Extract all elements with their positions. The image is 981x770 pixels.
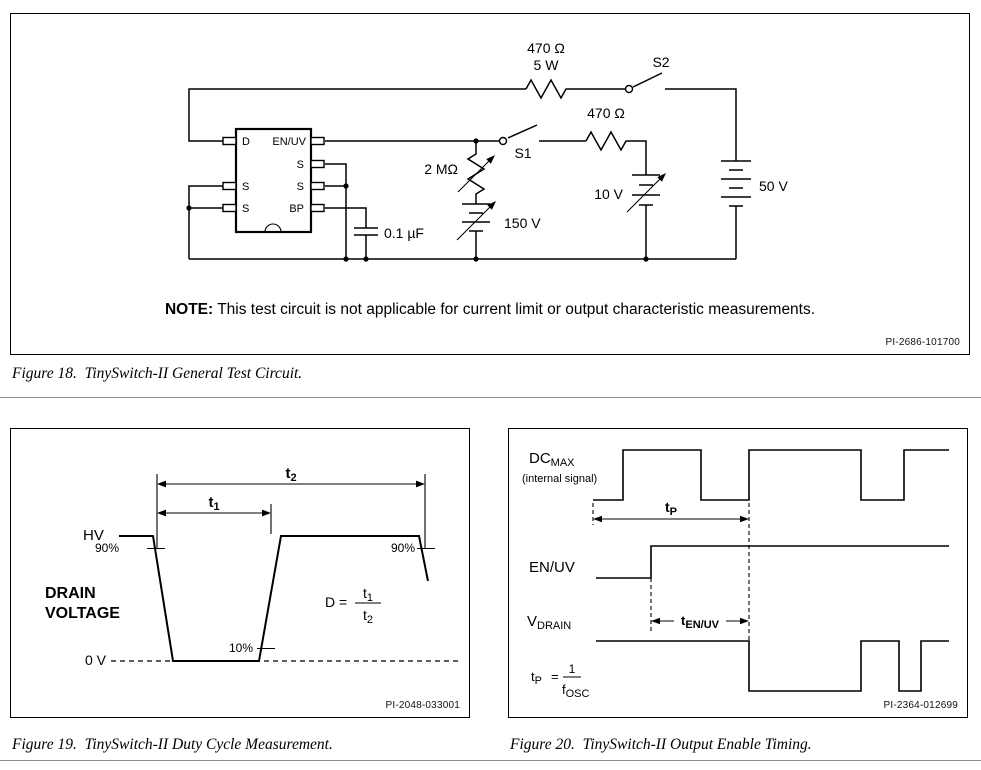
- ten-percent-label: 10%: [229, 641, 253, 655]
- drain-voltage-label-line1: DRAIN: [45, 585, 96, 602]
- drain-voltage-label-line2: VOLTAGE: [45, 605, 120, 622]
- formula-denominator: t2: [363, 607, 373, 626]
- vdrain-label: VDRAIN: [527, 613, 571, 632]
- formula-lhs: tP: [531, 669, 542, 687]
- pin-label-source: S: [242, 203, 249, 215]
- t1-label: t1: [208, 494, 219, 513]
- figure20-part-number: PI-2364-012699: [883, 700, 958, 711]
- figure20-caption: Figure 20. TinySwitch-II Output Enable T…: [510, 736, 812, 753]
- pin-label-drain: D: [242, 136, 250, 148]
- bypass-cap-label: 0.1 µF: [384, 225, 424, 241]
- drain-voltage-waveform: [119, 535, 429, 662]
- general-test-circuit-diagram: D EN/UV S S S S BP 470 Ω 5 W S2 470 Ω S1…: [186, 40, 788, 262]
- tp-label: tP: [665, 499, 677, 518]
- vdrain-waveform: [596, 640, 949, 692]
- figure18-caption: Figure 18. TinySwitch-II General Test Ci…: [12, 365, 303, 382]
- figure18-part-number: PI-2686-101700: [885, 337, 960, 348]
- formula-numerator: t1: [363, 585, 373, 604]
- formula-denominator: fOSC: [562, 682, 590, 700]
- figure19-panel: t2 t1 HV 90% 90% 10% 0 V DRAIN VOLTAGE D…: [10, 428, 470, 718]
- pin-label-source: S: [297, 181, 304, 193]
- circuit-wiring: [188, 72, 751, 260]
- junction-dots: [186, 138, 649, 262]
- section-divider-top: [0, 397, 981, 398]
- resistor-line-sense-label: 2 MΩ: [424, 161, 458, 177]
- adjustable-arrows: [456, 155, 666, 241]
- measurement-lines: [147, 474, 435, 650]
- tp-formula: tP = 1 fOSC: [531, 662, 590, 700]
- note-label: NOTE:: [164, 301, 214, 318]
- t2-label: t2: [285, 465, 296, 484]
- tenuv-label: tEN/UV: [681, 613, 720, 631]
- source-10v-label: 10 V: [594, 186, 623, 202]
- pin-label-source: S: [242, 181, 249, 193]
- duty-cycle-waveform-diagram: t2 t1 HV 90% 90% 10% 0 V DRAIN VOLTAGE D…: [45, 465, 458, 668]
- duty-cycle-formula: D = t1 t2: [325, 585, 381, 626]
- zero-volt-label: 0 V: [85, 652, 107, 668]
- figure19-part-number: PI-2048-033001: [385, 700, 460, 711]
- resistor-enable-value-label: 470 Ω: [587, 105, 625, 121]
- output-enable-timing-diagram: DCMAX (internal signal) tP EN/UV VDRAIN …: [522, 449, 949, 700]
- dcmax-waveform: [593, 449, 949, 501]
- figure20-panel: DCMAX (internal signal) tP EN/UV VDRAIN …: [508, 428, 968, 718]
- formula-numerator: 1: [569, 662, 576, 676]
- ic-package: D EN/UV S S S S BP: [222, 127, 325, 234]
- enuv-waveform: [596, 545, 949, 579]
- component-labels: 470 Ω 5 W S2 470 Ω S1 2 MΩ 150 V 10 V 50…: [384, 40, 788, 241]
- hv-label: HV: [83, 527, 104, 544]
- ninety-percent-left-label: 90%: [95, 541, 119, 555]
- figure18-panel: D EN/UV S S S S BP 470 Ω 5 W S2 470 Ω S1…: [10, 13, 970, 355]
- note-text: This test circuit is not applicable for …: [217, 301, 816, 318]
- resistor-top-power-label: 5 W: [534, 57, 560, 73]
- pin-label-source: S: [297, 159, 304, 171]
- ninety-percent-right-label: 90%: [391, 541, 415, 555]
- section-divider-bottom: [0, 760, 981, 761]
- figure18-note: NOTE: This test circuit is not applicabl…: [11, 301, 969, 319]
- resistor-top-value-label: 470 Ω: [527, 40, 565, 56]
- switch-s2-contact-icon: [624, 84, 634, 94]
- switch-s1-label: S1: [514, 145, 531, 161]
- dcmax-label: DCMAX: [529, 450, 575, 469]
- pin-label-enuv: EN/UV: [272, 136, 306, 148]
- figure19-caption: Figure 19. TinySwitch-II Duty Cycle Meas…: [12, 736, 333, 753]
- formula-lhs: D =: [325, 594, 347, 610]
- pin-label-bypass: BP: [289, 203, 304, 215]
- internal-signal-label: (internal signal): [522, 473, 597, 485]
- timing-reference-lines: [592, 503, 750, 641]
- switch-s2-label: S2: [652, 54, 669, 70]
- switch-s1-contact-icon: [498, 136, 508, 146]
- formula-equals: =: [551, 669, 559, 684]
- enuv-label: EN/UV: [529, 559, 575, 576]
- source-50v-label: 50 V: [759, 178, 788, 194]
- source-150v-label: 150 V: [504, 215, 541, 231]
